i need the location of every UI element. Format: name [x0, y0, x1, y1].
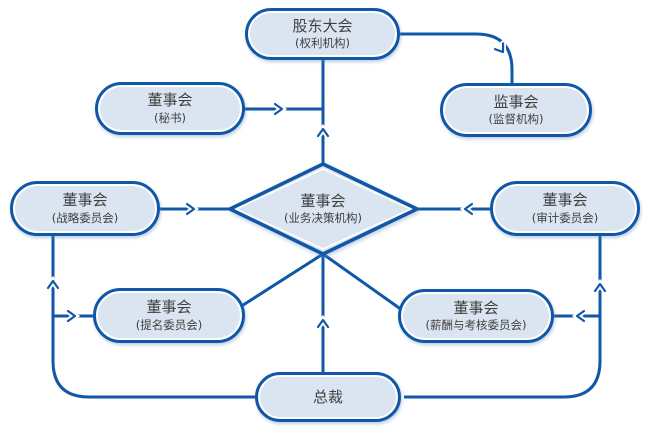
connector-president-strategy: [51, 235, 256, 399]
node-supervisory: 监事会 (监督机构): [440, 83, 592, 137]
node-sublabel: (审计委员会): [531, 210, 599, 225]
arrowhead-up-icon: [592, 278, 608, 294]
arrowhead-up-icon: [315, 314, 331, 330]
node-sublabel: (提名委员会): [135, 317, 203, 332]
node-sublabel: (战略委员会): [51, 210, 119, 225]
node-audit-committee: 董事会 (审计委员会): [490, 181, 640, 236]
arrowhead-right-icon: [184, 201, 200, 217]
node-sublabel: (业务决策机构): [284, 211, 362, 226]
node-strategy-committee: 董事会 (战略委员会): [10, 181, 160, 236]
node-label: 股东大会: [292, 16, 353, 35]
connector-board-nomination: [239, 252, 324, 309]
node-compensation-committee: 董事会 (薪酬与考核委员会): [398, 289, 554, 343]
node-sublabel: (监督机构): [488, 112, 544, 127]
node-nomination-committee: 董事会 (提名委员会): [93, 288, 245, 343]
node-shareholders: 股东大会 (权利机构): [245, 8, 400, 60]
connector-shareholders-supervisory: [400, 32, 514, 84]
node-label: 董事会: [62, 191, 108, 210]
node-secretary: 董事会 (秘书): [95, 82, 245, 135]
arrowhead-curve-icon: [491, 40, 507, 57]
node-label: 董事会: [453, 298, 499, 317]
arrowhead-up-icon: [45, 275, 61, 291]
arrowhead-right-icon: [272, 101, 288, 117]
node-board-diamond: [228, 162, 419, 256]
diamond-inner-highlight: [235, 168, 412, 250]
node-label: 董事会: [542, 191, 588, 210]
node-sublabel: (薪酬与考核委员会): [425, 318, 527, 333]
arrowhead-left-icon: [571, 308, 587, 324]
node-president: 总裁: [255, 372, 401, 422]
node-sublabel: (秘书): [154, 110, 186, 125]
arrowhead-up-icon: [315, 123, 331, 139]
arrowhead-right-icon: [65, 308, 81, 324]
node-label: 董事会: [146, 298, 192, 317]
node-label: 监事会: [493, 92, 539, 111]
connector-president-audit: [404, 235, 602, 399]
node-board-text: 董事会 (业务决策机构): [238, 181, 408, 237]
connector-board-compensation: [322, 252, 403, 312]
node-label: 总裁: [312, 387, 343, 406]
arrowhead-left-icon: [459, 201, 475, 217]
node-sublabel: (权利机构): [295, 36, 350, 51]
node-label: 董事会: [300, 191, 346, 210]
node-label: 董事会: [147, 91, 193, 110]
